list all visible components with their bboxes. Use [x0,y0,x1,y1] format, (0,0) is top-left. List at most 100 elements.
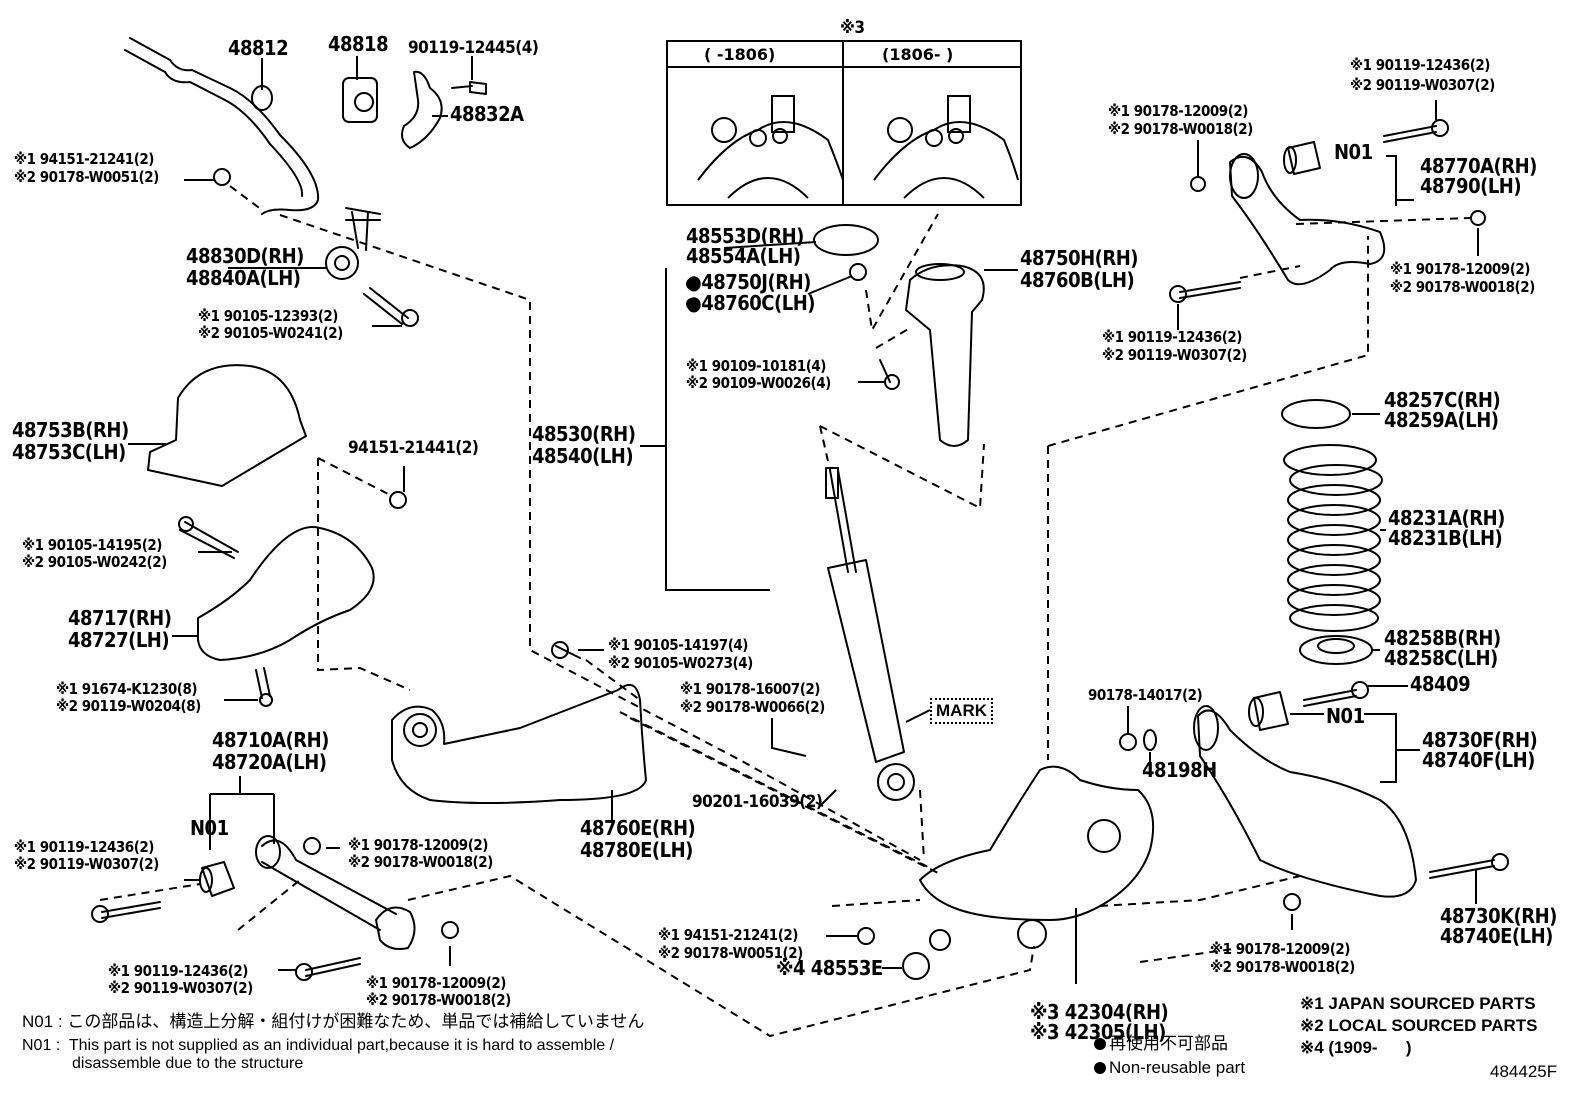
insulator-lower-shape [1299,635,1373,665]
part-label[interactable]: ※2 90119-W0307(2) [14,855,159,873]
r-bolt-shape [1179,281,1241,299]
part-label[interactable]: 90201-16039(2) [692,792,823,812]
part-label[interactable]: ※1 90105-14195(2) [22,536,162,554]
part-label[interactable]: 48258C(LH) [1384,646,1498,670]
part-label[interactable]: ※1 90178-12009(2) [1108,102,1248,120]
part-label[interactable]: 48553D(RH) [686,224,804,248]
br-nut-shape [1283,893,1301,911]
part-label[interactable]: 48740F(LH) [1422,748,1535,772]
part-label[interactable]: ※2 90119-W0204(8) [56,697,201,715]
part-label[interactable]: 48770A(RH) [1420,154,1537,178]
part-label[interactable]: ※3 42304(RH) [1030,1000,1169,1024]
part-label[interactable]: ※2 90178-W0018(2) [348,853,493,871]
part-label[interactable]: 48760B(LH) [1020,268,1135,292]
part-label[interactable]: ※2 90178-W0051(2) [658,944,803,962]
part-label[interactable]: ※4 48553E [776,956,883,980]
part-label[interactable]: ※2 90178-W0018(2) [1210,958,1355,976]
part-label[interactable]: 48720A(LH) [212,750,327,774]
part-label[interactable]: ※2 90178-W0018(2) [1108,120,1253,138]
bushing-n01-right-shape [1253,691,1289,731]
part-label[interactable]: ※2 90178-W0066(2) [680,698,825,716]
part-label[interactable]: ※1 91674-K1230(8) [56,680,198,698]
bullet-icon [686,298,698,310]
part-label[interactable]: 48231B(LH) [1388,526,1503,550]
bullet-icon [1094,1038,1106,1050]
bracket-bolt-shape [179,521,239,559]
part-label[interactable]: ※1 90178-12009(2) [1390,260,1530,278]
nut-48750j-shape [849,263,867,281]
n01-label: N01 [1326,704,1365,728]
left-bolt-shape [101,901,161,919]
part-label[interactable]: ※1 90105-12393(2) [198,307,338,325]
part-label[interactable]: ※2 90119-W0307(2) [108,979,253,997]
part-label[interactable]: ※2 90105-W0273(4) [608,654,753,672]
part-label[interactable]: ※1 90105-14197(4) [608,636,748,654]
part-label[interactable]: 90178-14017(2) [1088,686,1203,704]
n01-note-english-cont: disassemble due to the structure [72,1055,304,1072]
part-label[interactable]: ※2 90119-W0307(2) [1102,346,1247,364]
inset-divider [842,42,844,204]
part-label[interactable]: ※2 90178-W0018(2) [1390,278,1535,296]
part-label[interactable]: 48259A(LH) [1384,408,1499,432]
insulator-upper-shape [1281,399,1351,429]
part-label[interactable]: 48780E(LH) [580,838,693,862]
part-label[interactable]: ※1 90119-12436(2) [1350,56,1490,74]
part-label[interactable]: 48753B(RH) [12,418,129,442]
part-label[interactable]: ※3 42305(LH) [1030,1020,1166,1044]
part-label[interactable]: 90119-12445(4) [408,38,539,58]
part-label[interactable]: 48258B(RH) [1384,626,1501,650]
part-label[interactable]: 48812 [228,36,289,60]
knuckle-variant-illustrations [697,95,1019,199]
part-label[interactable]: 48717(RH) [68,606,172,630]
legend-local-sourced: ※2 LOCAL SOURCED PARTS [1300,1016,1538,1035]
inset-col-right: (1806- ) [844,42,1020,68]
part-label[interactable]: ※2 90105-W0242(2) [22,553,167,571]
part-label[interactable]: 48740E(LH) [1440,924,1553,948]
part-label[interactable]: 48198H [1142,758,1217,782]
tr-bolt-shape [1383,125,1437,143]
part-label[interactable]: 48231A(RH) [1388,506,1505,530]
part-label[interactable]: 48540(LH) [532,444,634,468]
legend-nonreusable-jp: ● 再使用不可部品 [1094,1034,1228,1053]
part-label[interactable]: ※1 94151-21241(2) [658,926,798,944]
part-label[interactable]: 48710A(RH) [212,728,329,752]
inset-variant-box: ( -1806) (1806- ) [666,40,1022,206]
part-label[interactable]: ●48760C(LH) [686,291,815,315]
part-label[interactable]: 48257C(RH) [1384,388,1501,412]
part-label[interactable]: 48760E(RH) [580,816,696,840]
part-label[interactable]: ※2 90109-W0026(4) [686,374,831,392]
part-label[interactable]: 48790(LH) [1420,174,1522,198]
part-label[interactable]: 48750H(RH) [1020,246,1139,270]
part-label[interactable]: 48730K(RH) [1440,904,1557,928]
part-label[interactable]: 48818 [328,32,389,56]
part-label[interactable]: ※1 90178-16007(2) [680,680,820,698]
part-label[interactable]: 48753C(LH) [12,440,126,464]
part-label[interactable]: 48830D(RH) [186,244,304,268]
part-label[interactable]: ※1 90119-12436(2) [1102,328,1242,346]
part-label[interactable]: ※2 90178-W0018(2) [366,991,511,1009]
n01-label: N01 [190,816,229,840]
part-label[interactable]: ※2 90178-W0051(2) [14,168,159,186]
part-label[interactable]: 48840A(LH) [186,266,301,290]
nut-14017-shape [1119,733,1137,751]
part-label[interactable]: 48409 [1410,672,1471,696]
part-label[interactable]: ※1 90119-12436(2) [14,838,154,856]
bracket-48832a-shape [401,70,443,149]
part-label[interactable]: ※1 94151-21241(2) [14,150,154,168]
part-label[interactable]: 48832A [450,102,524,126]
part-label[interactable]: ※1 90109-10181(4) [686,357,826,375]
part-label[interactable]: ●48750J(RH) [686,270,811,294]
part-label[interactable]: ※1 90178-12009(2) [1210,940,1350,958]
part-label[interactable]: ※1 90178-12009(2) [366,974,506,992]
bushing-48553e-shape [902,952,930,980]
part-label[interactable]: 48530(RH) [532,422,636,446]
part-label[interactable]: 48554A(LH) [686,244,801,268]
part-label[interactable]: ※1 90178-12009(2) [348,836,488,854]
part-label[interactable]: ※2 90105-W0241(2) [198,324,343,342]
part-label[interactable]: ※2 90119-W0307(2) [1350,76,1495,94]
washer-48198h-shape [1143,729,1157,751]
part-label[interactable]: ※1 90119-12436(2) [108,962,248,980]
part-label[interactable]: 94151-21441(2) [348,438,479,458]
part-label[interactable]: 48727(LH) [68,628,170,652]
part-label[interactable]: 48730F(RH) [1422,728,1538,752]
